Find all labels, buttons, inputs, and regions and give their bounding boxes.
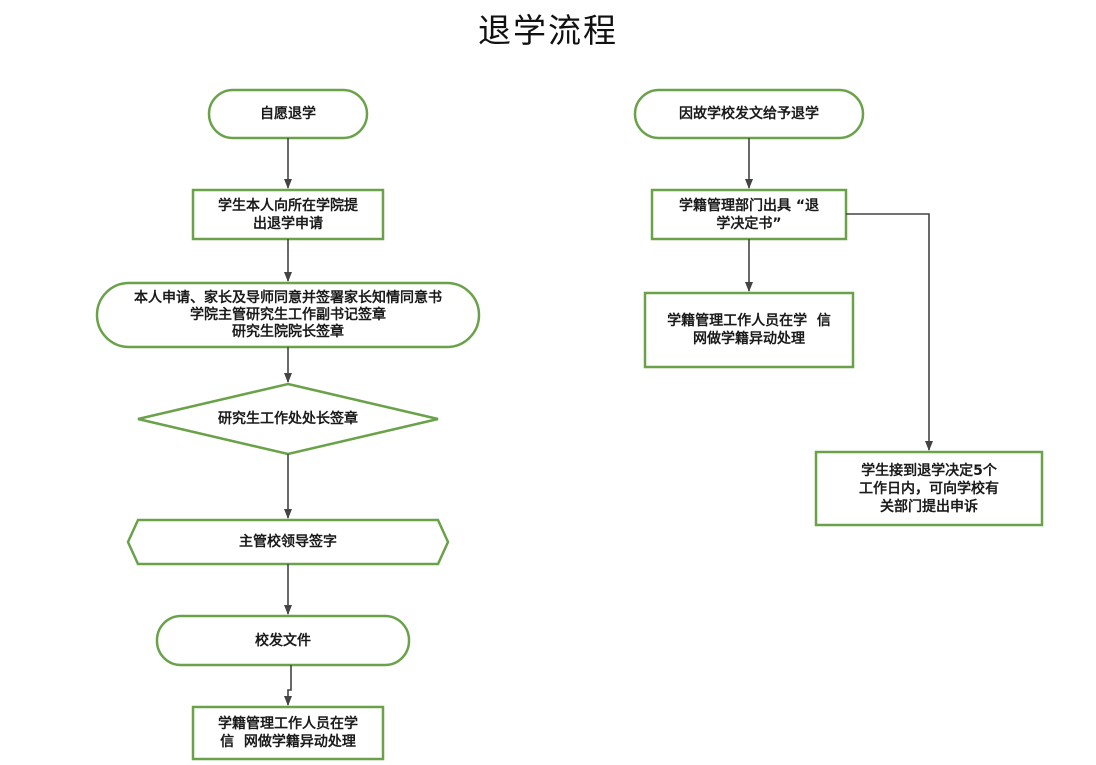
- withdrawal-decision-label: 学籍管理部门出具 “退 学决定书”: [678, 197, 820, 232]
- appeal-node: [814, 450, 1044, 527]
- student-application-label: 学生本人向所在学院提 出退学申请: [218, 197, 358, 232]
- leader-signature-label: 主管校领导签字: [239, 534, 337, 550]
- consent-signatures-label: 本人申请、家长及导师同意并签署家长知情同意书 学院主管研究生工作副书记签章 研究…: [134, 289, 442, 340]
- registry-update-right-node: [643, 291, 855, 369]
- issue-document-node: [155, 614, 411, 667]
- appeal-label: 学生接到退学决定5个 工作日内，可向学校有 关部门提出申诉: [859, 462, 999, 515]
- leader-signature-node: [126, 518, 450, 566]
- school-expulsion-label: 因故学校发文给予退学: [679, 106, 819, 122]
- arrow-issue-to-registry: [284, 665, 292, 706]
- registry-update-left-label: 学籍管理工作人员在学 信 网做学籍异动处理: [218, 716, 358, 750]
- registry-update-left-node: [191, 705, 385, 761]
- arrow-decision-to-appeal: [846, 213, 933, 451]
- registry-update-right-label: 学籍管理工作人员在学 信 网做学籍异动处理: [667, 313, 831, 347]
- director-seal-label: 研究生工作处处长签章: [218, 411, 358, 427]
- issue-document-label: 校发文件: [255, 632, 311, 649]
- voluntary-withdrawal-label: 自愿退学: [260, 106, 316, 122]
- student-application-node: [191, 188, 385, 241]
- page-title: 退学流程: [478, 11, 618, 50]
